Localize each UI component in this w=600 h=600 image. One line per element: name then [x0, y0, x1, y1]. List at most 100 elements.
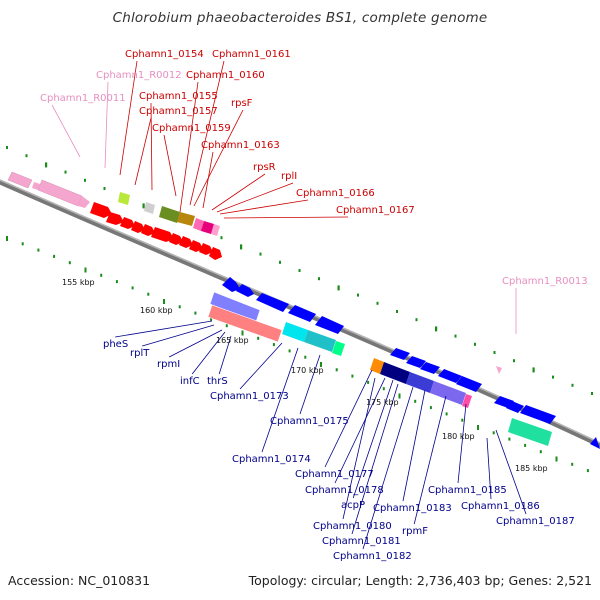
gene-arrow — [420, 362, 440, 374]
tick-dot — [100, 273, 103, 277]
forward-leader-line — [219, 199, 309, 215]
tick-dot — [396, 310, 398, 313]
tick-dot — [335, 368, 338, 372]
tick-dot — [178, 305, 181, 309]
tick-dot — [84, 267, 87, 273]
tick-dot — [210, 317, 213, 321]
gene-arrow — [456, 376, 482, 392]
tick-dot — [586, 469, 589, 473]
reverse-leader-line — [352, 379, 394, 499]
reverse-gene-label: acpP — [341, 500, 365, 511]
rna-gene-arrow — [78, 196, 90, 208]
tick-dot — [259, 252, 262, 256]
tick-dot — [357, 293, 359, 297]
tick-dot — [492, 431, 495, 435]
tick-dot — [45, 162, 48, 168]
gene-arrow — [106, 212, 124, 225]
tick-dot — [539, 450, 542, 454]
reverse-gene-label: Cphamn1_0185 — [428, 485, 507, 496]
reverse-gene-label: Cphamn1_0180 — [313, 521, 392, 532]
forward-leader-line — [51, 104, 81, 158]
tick-track-outer — [6, 146, 593, 395]
gene-box — [430, 381, 466, 405]
forward-gene-label: rpsR — [253, 162, 276, 173]
tick-dot — [429, 406, 432, 410]
forward-leader-line — [119, 60, 138, 176]
forward-genes — [7, 171, 502, 374]
tick-dot — [37, 248, 40, 252]
tick-dot — [257, 336, 260, 340]
reverse-gene-label: Cphamn1_0178 — [305, 485, 384, 496]
rna-gene-arrow — [7, 171, 33, 189]
tick-dot — [25, 154, 28, 158]
reverse-leader-line — [362, 386, 414, 550]
reverse-leader-line — [342, 377, 376, 520]
tick-dot — [131, 286, 134, 290]
scale-label: 155 kbp — [62, 278, 95, 287]
forward-leader-line — [104, 81, 109, 169]
reverse-gene-label: pheS — [103, 339, 128, 350]
tick-dot — [382, 387, 385, 391]
tick-dot — [194, 311, 197, 315]
reverse-gene-label: Cphamn1_0186 — [461, 501, 540, 512]
genome-summary-text: Topology: circular; Length: 2,736,403 bp… — [248, 573, 592, 588]
gene-arrow — [131, 221, 145, 233]
reverse-gene-label: Cphamn1_0173 — [210, 391, 289, 402]
gene-arrow — [222, 277, 240, 292]
tick-dot — [337, 285, 340, 291]
gene-arrow — [151, 227, 174, 242]
reverse-gene-label: rpmI — [157, 359, 180, 370]
reverse-gene-label: Cphamn1_0183 — [373, 503, 452, 514]
gene-box — [211, 224, 220, 236]
reverse-leader-line — [115, 320, 213, 338]
tick-dot — [304, 355, 307, 359]
tick-dot — [508, 437, 511, 441]
reverse-gene-label: Cphamn1_0187 — [496, 516, 575, 527]
tick-dot — [474, 342, 476, 346]
forward-gene-label: Cphamn1_0167 — [336, 205, 415, 216]
reverse-leader-line — [402, 389, 426, 502]
tick-dot — [240, 244, 243, 250]
tick-dot — [367, 380, 370, 384]
reverse-leader-line — [324, 369, 373, 468]
gene-box — [282, 322, 308, 342]
gene-box — [332, 341, 345, 356]
forward-gene-label: rpsF — [231, 98, 253, 109]
scale-label: 185 kbp — [515, 464, 548, 473]
reverse-leader-line — [299, 354, 321, 415]
gene-arrow — [390, 348, 410, 360]
gene-box — [304, 330, 336, 352]
forward-gene-label: Cphamn1_0159 — [152, 123, 231, 134]
tick-dot — [461, 418, 464, 422]
gene-arrow — [179, 236, 193, 248]
tick-dot — [351, 374, 354, 378]
gene-arrow — [189, 240, 203, 252]
reverse-leader-line — [495, 429, 527, 515]
forward-gene-label: Cphamn1_0154 — [125, 49, 204, 60]
tick-dot — [493, 351, 496, 354]
reverse-leader-line — [457, 403, 467, 484]
tick-dot — [552, 375, 554, 379]
tick-dot — [68, 261, 71, 265]
tick-dot — [147, 292, 150, 296]
forward-gene-label: Cphamn1_0157 — [139, 106, 218, 117]
scale-label: 170 kbp — [291, 366, 324, 375]
tick-dot — [288, 349, 291, 353]
forward-leader-line — [202, 151, 214, 209]
gene-box — [508, 418, 552, 446]
scale-label: 165 kbp — [216, 336, 249, 345]
gene-arrow — [406, 356, 426, 368]
reverse-gene-label: Cphamn1_0177 — [295, 469, 374, 480]
reverse-genes — [207, 277, 600, 449]
tick-dot — [84, 178, 86, 182]
tick-dot — [53, 254, 56, 258]
gene-arrow — [209, 247, 222, 260]
tick-dot — [571, 462, 574, 466]
scale-label: 160 kbp — [140, 306, 173, 315]
map-title: Chlorobium phaeobacteroides BS1, complet… — [112, 10, 488, 26]
tick-dot — [571, 383, 574, 387]
